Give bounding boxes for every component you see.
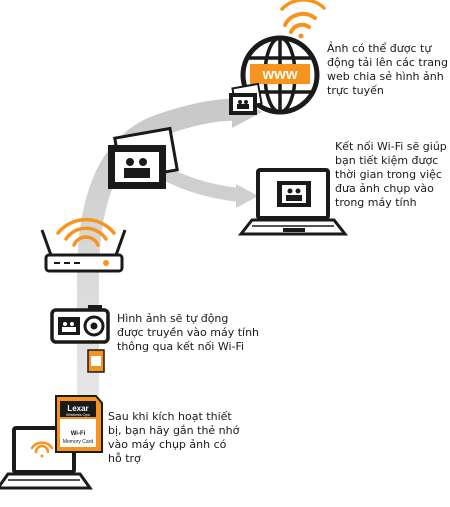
caption-line: hỗ trợ xyxy=(108,452,141,465)
caption-card: Sau khi kích hoạt thiết bị, bạn hãy gắn … xyxy=(108,410,239,466)
caption-line: bạn tiết kiệm được xyxy=(335,154,439,167)
caption-line: được truyền vào máy tính xyxy=(117,326,260,339)
caption-line: thông qua kết nối Wi-Fi xyxy=(117,340,245,353)
memory-card-icon xyxy=(87,349,105,373)
photo-icon xyxy=(229,82,263,115)
arrow-icon xyxy=(236,184,258,208)
caption-line: đưa ảnh chụp vào xyxy=(335,182,434,195)
card-wifi: Wi-Fi xyxy=(71,431,86,437)
globe-icon: www xyxy=(240,35,320,115)
card-brand: Lexar xyxy=(67,404,88,413)
caption-line: web chia sẻ hình ảnh xyxy=(327,70,444,83)
camera-icon xyxy=(50,305,110,344)
caption-line: động tải lên các trang xyxy=(327,56,448,69)
caption-line: Ảnh có thể được tự xyxy=(327,42,432,55)
caption-camera: Hình ảnh sẽ tự động được truyền vào máy … xyxy=(117,312,259,354)
caption-web: Ảnh có thể được tự động tải lên các tran… xyxy=(327,42,448,98)
caption-line: trong máy tính xyxy=(335,196,417,209)
card-type: Memory Card xyxy=(63,439,94,445)
wifi-signal-icon xyxy=(56,217,116,247)
router-icon xyxy=(40,217,127,273)
laptop-icon xyxy=(237,168,349,236)
globe-label: www xyxy=(261,66,297,83)
card-series: Wireless Ops xyxy=(66,412,90,417)
caption-line: Hình ảnh sẽ tự động xyxy=(117,312,229,325)
wifi-signal-icon xyxy=(283,11,317,39)
caption-computer: Kết nối Wi-Fi sẽ giúp bạn tiết kiệm được… xyxy=(335,140,447,210)
wifi-signal-icon xyxy=(30,441,54,458)
caption-line: bị, bạn hãy gắn thẻ nhớ xyxy=(108,424,240,437)
caption-line: Kết nối Wi-Fi sẽ giúp xyxy=(335,140,447,153)
caption-line: thời gian trong việc xyxy=(335,168,442,181)
wifi-signal-icon xyxy=(280,0,326,11)
caption-line: Sau khi kích hoạt thiết xyxy=(108,410,232,423)
photo-icon xyxy=(108,126,179,189)
laptop-icon xyxy=(0,426,93,490)
memory-card-icon: Lexar Wireless Ops Wi-Fi Memory Card xyxy=(55,395,103,453)
caption-line: trực tuyến xyxy=(327,84,384,97)
caption-line: vào máy chụp ảnh có xyxy=(108,438,227,451)
